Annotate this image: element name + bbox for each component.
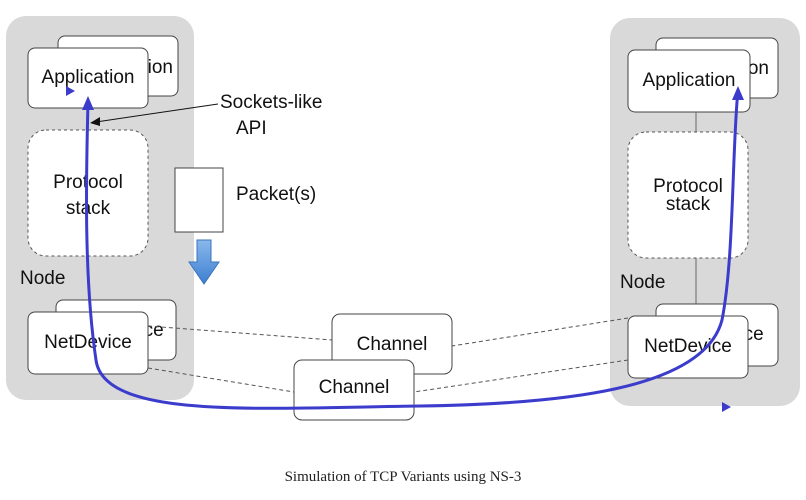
left-application-box: Application: [27, 47, 149, 109]
right-protocol-stack-label-line1: Protocol: [653, 176, 723, 197]
link-left-to-front-channel: [147, 367, 295, 393]
right-node-label-bg: [618, 266, 676, 294]
right-protocol-stack-label-line2: stack: [666, 194, 711, 215]
sockets-api-label-line1: Sockets-like: [220, 92, 322, 113]
left-netdevice-label: NetDevice: [44, 332, 132, 353]
flow-up-arrowhead-right-icon: [732, 86, 744, 100]
flow-up-arrowhead-left-icon: [82, 96, 94, 110]
link-right-to-front-channel: [413, 359, 629, 393]
sockets-api-label-line2: API: [236, 118, 267, 139]
front-channel-label: Channel: [319, 377, 390, 398]
front-channel-box: Channel: [293, 359, 415, 421]
link-left-to-back-channel: [147, 325, 333, 341]
flow-marker-left-icon: [66, 86, 75, 96]
right-node-label: Node: [620, 272, 665, 293]
left-protocol-stack-label-line2: stack: [66, 198, 111, 219]
data-flow-path: [84, 88, 740, 410]
right-protocol-stack-box: Protocol stack: [627, 131, 749, 259]
sockets-api-pointer-line: [95, 103, 219, 123]
flow-marker-right-icon: [722, 402, 731, 412]
back-channel-box: Channel: [331, 313, 453, 375]
back-channel-label: Channel: [357, 334, 428, 355]
right-netdevice-label: NetDevice: [644, 336, 732, 357]
right-application-box: Application: [627, 49, 751, 113]
right-netdevice-box: NetDevice: [627, 315, 749, 379]
figure-caption: Simulation of TCP Variants using NS-3: [284, 469, 522, 485]
packet-down-arrow-icon: [188, 239, 220, 285]
left-application-label: Application: [42, 67, 135, 88]
sockets-api-pointer-arrowhead-icon: [90, 117, 100, 126]
packet-box: [174, 167, 224, 233]
left-netdevice-box: NetDevice: [27, 311, 149, 375]
packet-label: Packet(s): [236, 184, 316, 205]
right-application-label: Application: [643, 70, 736, 91]
left-node-label: Node: [20, 268, 65, 289]
link-right-to-back-channel: [451, 317, 629, 347]
